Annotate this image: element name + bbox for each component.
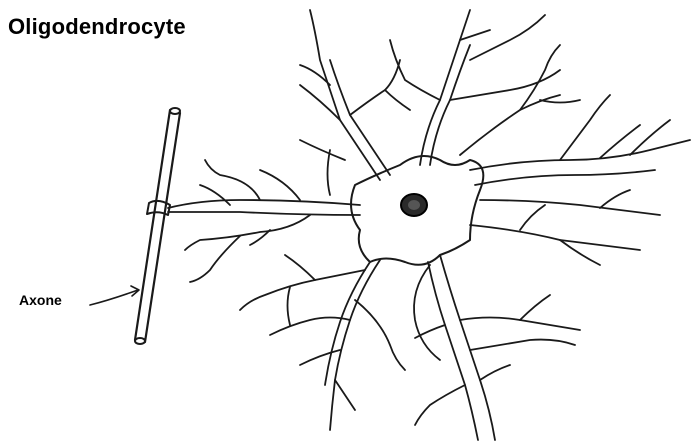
axon-pointer [90, 286, 139, 305]
cell-processes [168, 10, 690, 440]
cell-body [351, 156, 483, 265]
axon [135, 108, 180, 344]
